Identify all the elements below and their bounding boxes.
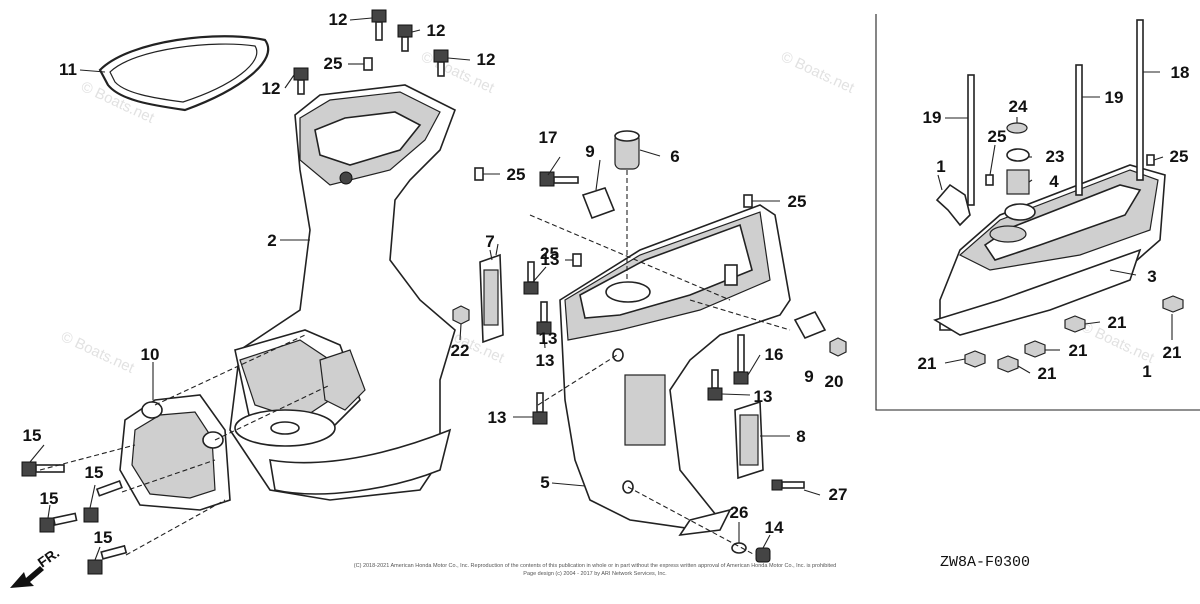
callout-label: 21: [1163, 343, 1182, 362]
callout-label: 21: [1108, 313, 1127, 332]
callout-label: 21: [918, 354, 937, 373]
callout-label: 16: [765, 345, 784, 364]
gear-case-3: [933, 164, 1166, 336]
watermark-text: © Boats.net: [778, 48, 857, 97]
callout-label: 25: [788, 192, 807, 211]
dowel-25: [985, 174, 994, 186]
callout-label: 25: [324, 54, 343, 73]
callout-label: 13: [536, 351, 555, 370]
callout-label: 1: [1142, 362, 1151, 381]
callout-label: 25: [1170, 147, 1189, 166]
callout-label: 12: [427, 21, 446, 40]
leader-lines: [29, 17, 1173, 561]
callout-label: 15: [23, 426, 42, 445]
cover-10: [119, 394, 231, 511]
lower-case-5: [559, 204, 791, 537]
callout-label: 10: [141, 345, 160, 364]
callout-label: 13: [539, 329, 558, 348]
callout-label: 25: [507, 165, 526, 184]
callout-label: 15: [94, 528, 113, 547]
callout-label: 11: [59, 60, 77, 79]
callout-label: 19: [923, 108, 942, 127]
callout-labels: 1 1 2 3 4 5 6 7 8 9 9 10 11 12 12 12 12 …: [23, 10, 1190, 547]
callout-label: 6: [670, 147, 679, 166]
callout-label: 3: [1147, 267, 1156, 286]
small-hardware: [21, 9, 847, 575]
callout-label: 1: [936, 157, 945, 176]
diagram-code: ZW8A-F0300: [940, 554, 1030, 571]
callout-label: 14: [765, 518, 784, 537]
callout-label: 25: [988, 127, 1007, 146]
callout-label: 19: [1105, 88, 1124, 107]
callout-label: 9: [804, 367, 813, 386]
callout-label: 21: [1069, 341, 1088, 360]
clip-1: [935, 183, 971, 227]
part-23: [1006, 148, 1030, 162]
callout-label: 17: [539, 128, 558, 147]
callout-label: 9: [585, 142, 594, 161]
callout-label: 25: [540, 244, 559, 263]
copyright-line-2: Page design (c) 2004 - 2017 by ARI Netwo…: [523, 571, 667, 577]
callout-label: 15: [40, 489, 59, 508]
callout-label: 15: [85, 463, 104, 482]
callout-label: 13: [541, 250, 560, 269]
callout-label: 5: [540, 473, 549, 492]
extension-case-2: [229, 84, 457, 501]
copyright-line-1: (C) 2018-2021 American Honda Motor Co., …: [354, 563, 836, 569]
part-4: [1006, 169, 1030, 195]
front-direction-arrow: FR.: [10, 544, 62, 588]
dowel-25: [1146, 154, 1155, 166]
callout-label: 13: [488, 408, 507, 427]
callout-label: 20: [825, 372, 844, 391]
inset-studs: [935, 19, 1155, 227]
watermark-text: © Boats.net: [58, 328, 137, 377]
callout-label: 12: [477, 50, 496, 69]
callout-label: 18: [1171, 63, 1190, 82]
callout-label: 27: [829, 485, 848, 504]
gasket-11: [98, 35, 270, 112]
callout-label: 22: [451, 341, 470, 360]
callout-label: 26: [730, 503, 749, 522]
callout-label: 24: [1009, 97, 1028, 116]
direction-label: FR.: [35, 544, 63, 570]
callout-label: 12: [329, 10, 348, 29]
callout-label: 13: [754, 387, 773, 406]
callout-label: 12: [262, 79, 281, 98]
callout-label: 23: [1046, 147, 1065, 166]
part-24: [1006, 122, 1028, 134]
callout-label: 7: [485, 232, 494, 251]
nuts-21: [964, 295, 1184, 373]
callout-label: 8: [796, 427, 805, 446]
callout-label: 21: [1038, 364, 1057, 383]
callout-label: 4: [1049, 172, 1059, 191]
inset-frame: [875, 14, 1200, 411]
callout-label: 2: [267, 231, 276, 250]
